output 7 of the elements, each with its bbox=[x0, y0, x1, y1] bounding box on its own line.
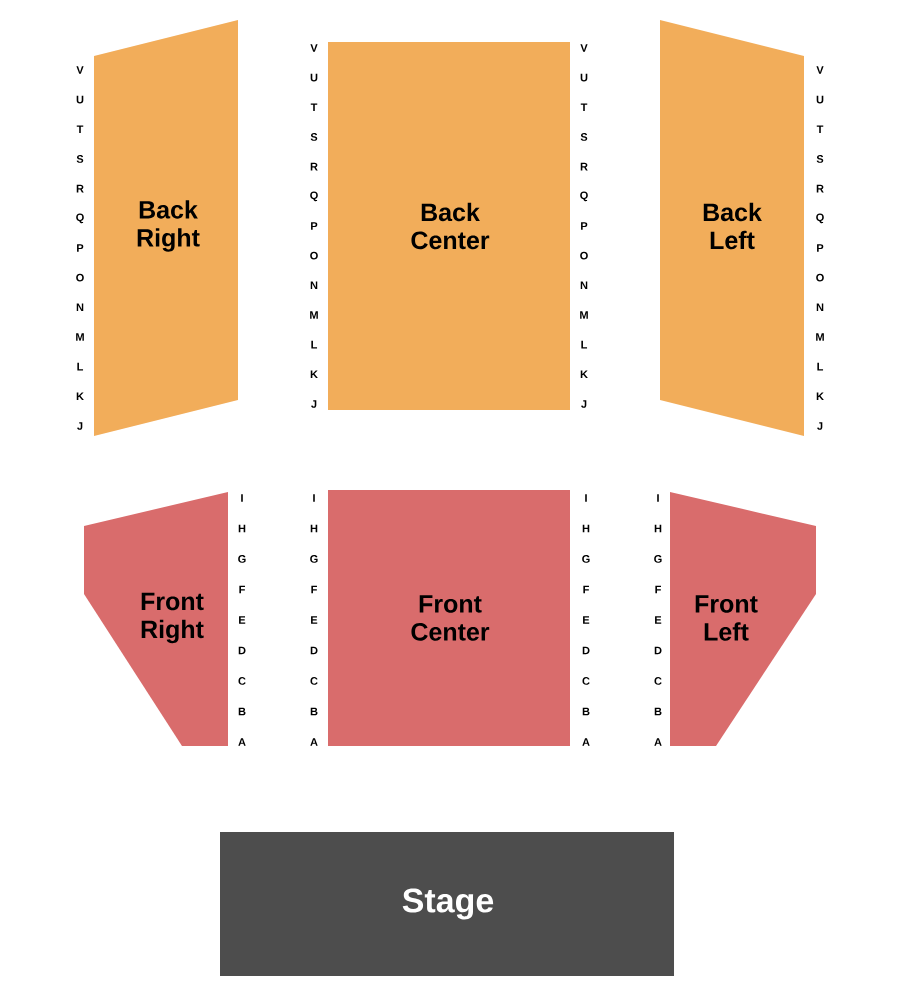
seating-section: Back Left bbox=[660, 20, 804, 436]
seating-section: Front Right bbox=[84, 492, 228, 746]
seating-section: Front Center bbox=[328, 490, 570, 746]
seating-section: Back Center bbox=[328, 42, 570, 410]
seating-section: Front Left bbox=[670, 492, 816, 746]
seating-section: Back Right bbox=[94, 20, 238, 436]
stage: Stage bbox=[220, 832, 674, 976]
